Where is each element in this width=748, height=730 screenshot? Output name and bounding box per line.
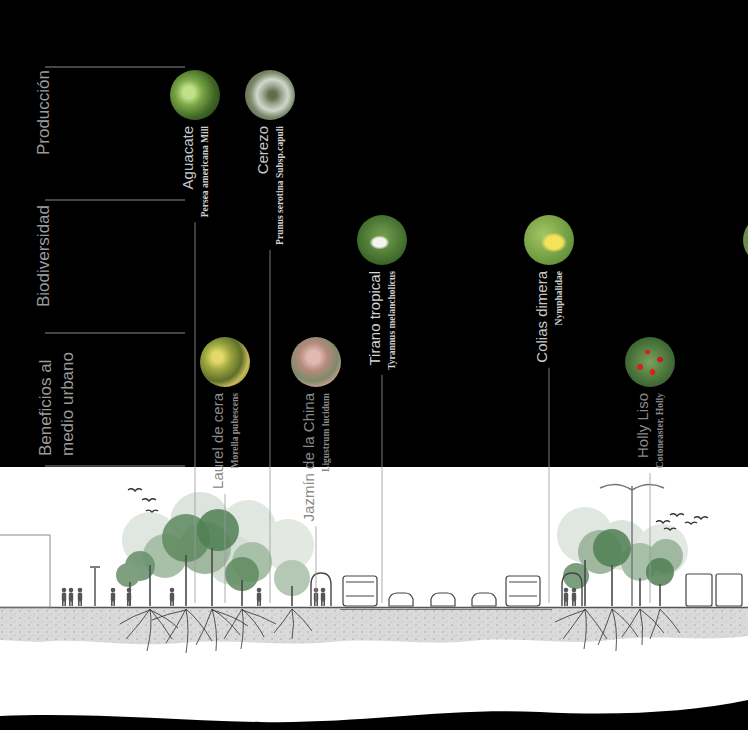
leader-line xyxy=(549,368,550,603)
scientific-name: Tyrannus melancholicus xyxy=(387,271,397,370)
tree-group xyxy=(116,492,314,606)
name-column: Holly LisoCotoneaster, Holly xyxy=(625,393,675,468)
common-name: Cerezo xyxy=(255,126,272,174)
species-node: Holly LisoCotoneaster, Holly xyxy=(625,337,675,468)
pedestrian xyxy=(564,588,569,606)
species-photo xyxy=(524,215,574,265)
leader-line xyxy=(316,526,317,603)
species-photo xyxy=(357,215,407,265)
street-lamp xyxy=(90,567,100,606)
leader-line xyxy=(225,494,226,603)
scientific-name: Prunus serotina Subsp.capuli xyxy=(275,126,285,245)
pedestrian xyxy=(257,588,262,606)
scientific-name: Morella pubescens xyxy=(230,393,240,469)
ground-line xyxy=(0,607,748,609)
species-photo xyxy=(170,70,220,120)
species-photo xyxy=(291,337,341,387)
tree-canopy xyxy=(116,563,140,587)
common-name: Aguacate xyxy=(180,126,197,189)
truck xyxy=(686,574,712,606)
name-column: AguacatePersea americana Mill xyxy=(170,126,220,217)
name-column: CerezoPrunus serotina Subsp.capuli xyxy=(245,126,295,245)
leader-line xyxy=(195,222,196,603)
common-name: Tirano tropical xyxy=(367,271,384,365)
scientific-name: Persea americana Mill xyxy=(200,126,210,217)
pedestrian xyxy=(78,588,83,606)
road-surface xyxy=(340,609,552,610)
name-column: Laurel de ceraMorella pubescens xyxy=(200,393,250,489)
leader-line xyxy=(270,250,271,603)
name-column: Tirano tropicalTyrannus melancholicus xyxy=(357,271,407,370)
birds xyxy=(128,489,708,530)
species-node: CerezoPrunus serotina Subsp.capuli xyxy=(245,70,295,245)
row-divider xyxy=(45,67,185,68)
car xyxy=(472,593,496,606)
car xyxy=(431,593,455,606)
row-divider xyxy=(45,200,185,201)
bus-shelter xyxy=(311,573,331,606)
name-column: Jazmín de la ChinaLigustrum lucidum xyxy=(291,393,341,521)
scientific-name: Cotoneaster, Holly xyxy=(655,393,665,468)
species-photo xyxy=(200,337,250,387)
building xyxy=(0,535,50,607)
species-node: AguacatePersea americana Mill xyxy=(170,70,220,217)
leader-line xyxy=(382,375,383,603)
species-photo xyxy=(625,337,675,387)
pedestrian xyxy=(127,588,132,606)
pedestrian xyxy=(170,588,175,606)
name-column: Colias dimeraNymphalidae xyxy=(524,271,574,363)
scientific-name: Nymphalidae xyxy=(554,271,564,325)
vehicles xyxy=(343,574,742,606)
pedestrian xyxy=(572,588,577,606)
soil-band xyxy=(0,608,748,644)
cropped-photo xyxy=(743,215,748,265)
tree-canopy xyxy=(197,509,239,551)
species-node: Laurel de ceraMorella pubescens xyxy=(200,337,250,489)
bus xyxy=(506,576,540,606)
pedestrian xyxy=(69,588,74,606)
bus xyxy=(343,576,377,606)
common-name: Holly Liso xyxy=(635,393,652,458)
truck xyxy=(716,574,742,606)
street-lamp xyxy=(600,484,664,606)
bus-shelter xyxy=(562,573,582,606)
tree-trunks xyxy=(585,560,660,606)
category-label: Biodiversidad xyxy=(33,205,55,307)
species-node: Tirano tropicalTyrannus melancholicus xyxy=(357,215,407,370)
species-node: Jazmín de la ChinaLigustrum lucidum xyxy=(291,337,341,521)
common-name: Laurel de cera xyxy=(210,393,227,489)
tree-trunks xyxy=(130,548,292,606)
pedestrian xyxy=(111,588,116,606)
category-label: Producción xyxy=(33,70,55,155)
species-photo xyxy=(245,70,295,120)
common-name: Colias dimera xyxy=(534,271,551,363)
row-divider xyxy=(45,466,185,467)
section-ground xyxy=(0,467,748,722)
scientific-name: Ligustrum lucidum xyxy=(321,393,331,472)
pedestrian xyxy=(321,588,326,606)
category-label: Beneficios al medio urbano xyxy=(35,338,79,456)
soil-texture xyxy=(0,608,748,644)
common-name: Jazmín de la China xyxy=(301,393,318,521)
row-divider xyxy=(45,333,185,334)
leader-lines xyxy=(195,222,650,603)
tree-canopy xyxy=(593,529,631,567)
bus-windows xyxy=(509,582,537,596)
pedestrians xyxy=(62,588,577,606)
leader-line xyxy=(650,473,651,603)
bus-windows xyxy=(346,582,374,596)
pedestrian xyxy=(62,588,67,606)
car xyxy=(389,593,413,606)
tree-group xyxy=(557,507,688,606)
species-node: Colias dimeraNymphalidae xyxy=(524,215,574,363)
root-system xyxy=(120,609,680,653)
